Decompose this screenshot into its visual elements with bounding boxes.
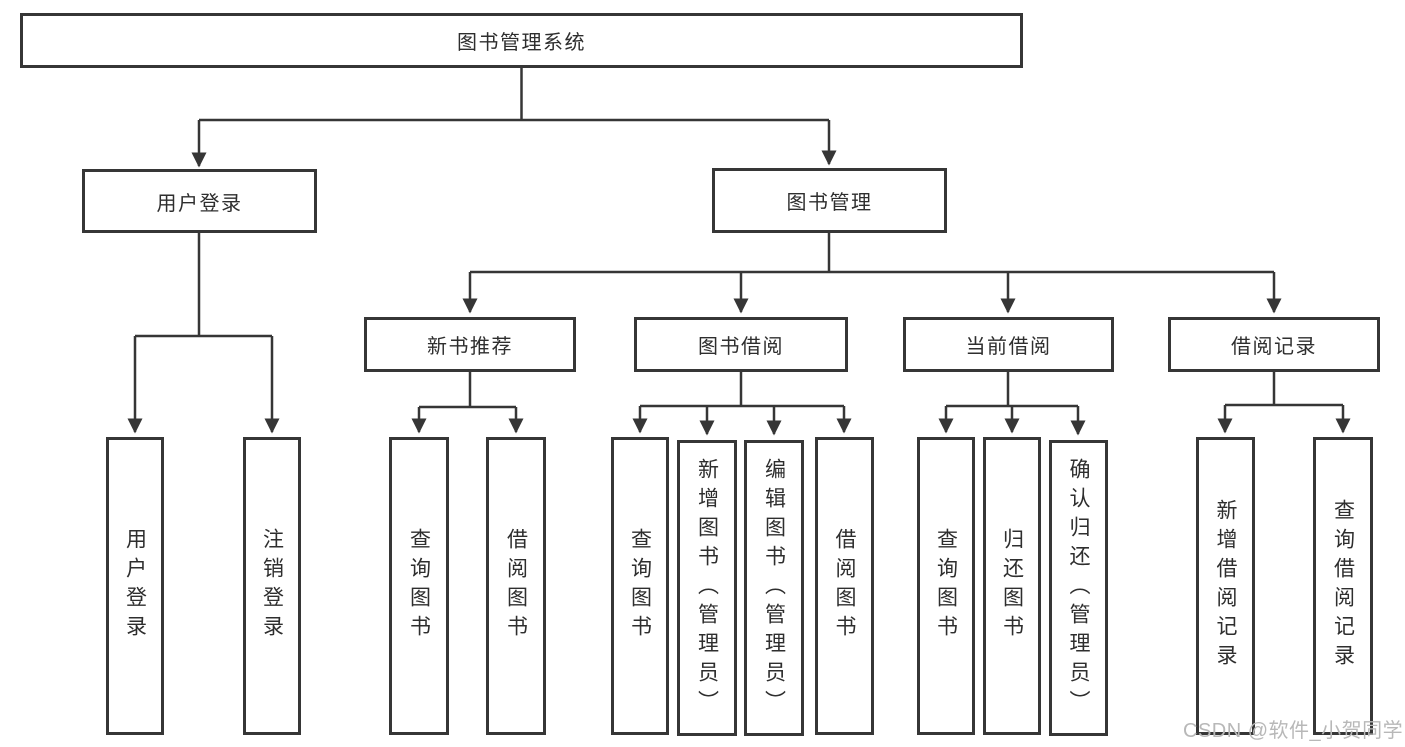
leaf-label: 查询图书 <box>407 528 431 644</box>
node-label: 图书管理系统 <box>457 32 586 54</box>
leaf-query-books-current: 查询图书 <box>917 437 975 735</box>
csdn-watermark: CSDN @软件_小贺同学 <box>1183 720 1404 742</box>
leaf-borrow-books: 借阅图书 <box>815 437 874 735</box>
node-label: 图书管理 <box>786 192 873 214</box>
node-current-borrowing: 当前借阅 <box>903 317 1114 372</box>
leaf-edit-books-admin: 编辑图书（管理员） <box>744 440 804 736</box>
leaf-label: 借阅图书 <box>833 528 856 644</box>
node-label: 借阅记录 <box>1231 336 1317 358</box>
leaf-return-books: 归还图书 <box>983 437 1041 735</box>
node-user-login: 用户登录 <box>82 169 317 233</box>
node-borrow-records: 借阅记录 <box>1168 317 1380 372</box>
node-label: 用户登录 <box>156 192 243 215</box>
node-label: 新书推荐 <box>427 336 513 358</box>
leaf-confirm-return-admin: 确认归还（管理员） <box>1049 440 1108 736</box>
leaf-add-borrow-record: 新增借阅记录 <box>1196 437 1255 735</box>
leaf-query-books-recommend: 查询图书 <box>389 437 449 735</box>
leaf-label: 查询借阅记录 <box>1331 499 1355 673</box>
leaf-label: 确认归还（管理员） <box>1067 457 1090 719</box>
leaf-user-login: 用户登录 <box>106 437 164 735</box>
leaf-add-books-admin: 新增图书（管理员） <box>677 440 737 736</box>
leaf-label: 归还图书 <box>1000 528 1024 644</box>
leaf-label: 编辑图书（管理员） <box>762 457 786 719</box>
node-library-system: 图书管理系统 <box>20 13 1023 68</box>
leaf-label: 查询图书 <box>934 528 958 644</box>
leaf-label: 新增借阅记录 <box>1214 499 1237 673</box>
node-book-management: 图书管理 <box>712 168 947 233</box>
leaf-borrow-books-recommend: 借阅图书 <box>486 437 546 735</box>
leaf-label: 查询图书 <box>628 528 652 644</box>
node-label: 图书借阅 <box>698 336 784 358</box>
node-label: 当前借阅 <box>965 336 1052 358</box>
leaf-logout: 注销登录 <box>243 437 301 735</box>
leaf-query-books-borrow: 查询图书 <box>611 437 669 735</box>
leaf-label: 用户登录 <box>123 528 147 644</box>
leaf-label: 注销登录 <box>260 528 284 644</box>
leaf-label: 借阅图书 <box>504 528 528 644</box>
leaf-label: 新增图书（管理员） <box>695 457 719 719</box>
node-new-book-recommend: 新书推荐 <box>364 317 576 372</box>
leaf-query-borrow-record: 查询借阅记录 <box>1313 437 1373 735</box>
node-book-borrowing: 图书借阅 <box>634 317 848 372</box>
